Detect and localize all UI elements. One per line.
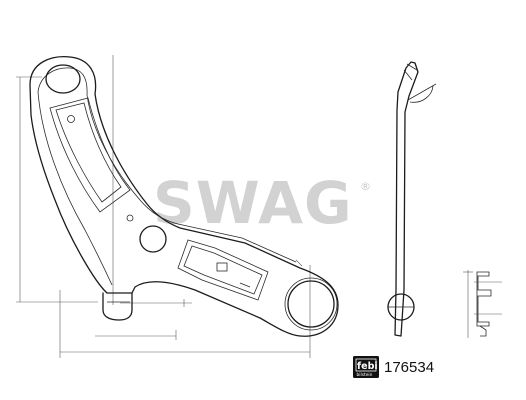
brand-logo: febi bilstein [353,356,379,378]
lower-slot [216,262,228,272]
upper-pocket [49,97,131,213]
rear-bushing [287,280,335,328]
logo-subtext: bilstein [357,372,373,378]
center-hole [139,225,167,253]
side-angle-arc [409,85,434,103]
upper-bushing-eye [45,64,81,94]
dimension-lines [16,55,311,358]
watermark-registered-mark: ® [360,180,371,193]
small-hole [126,214,134,222]
control-arm-side-view [387,61,437,337]
arm-inner-flange [37,67,297,286]
arm-outer-contour [29,56,339,337]
upper-hole [67,115,75,123]
watermark: SWAG ® [153,169,371,237]
detail-view [463,270,502,338]
side-profile [394,61,419,337]
lower-pocket [177,239,269,301]
watermark-text: SWAG [153,169,353,237]
part-number: 176534 [384,359,434,376]
dim-leader-bush [295,259,303,267]
ball-joint-stub [102,292,133,321]
logo-text: febi [357,361,378,372]
control-arm-main-view [29,56,339,337]
